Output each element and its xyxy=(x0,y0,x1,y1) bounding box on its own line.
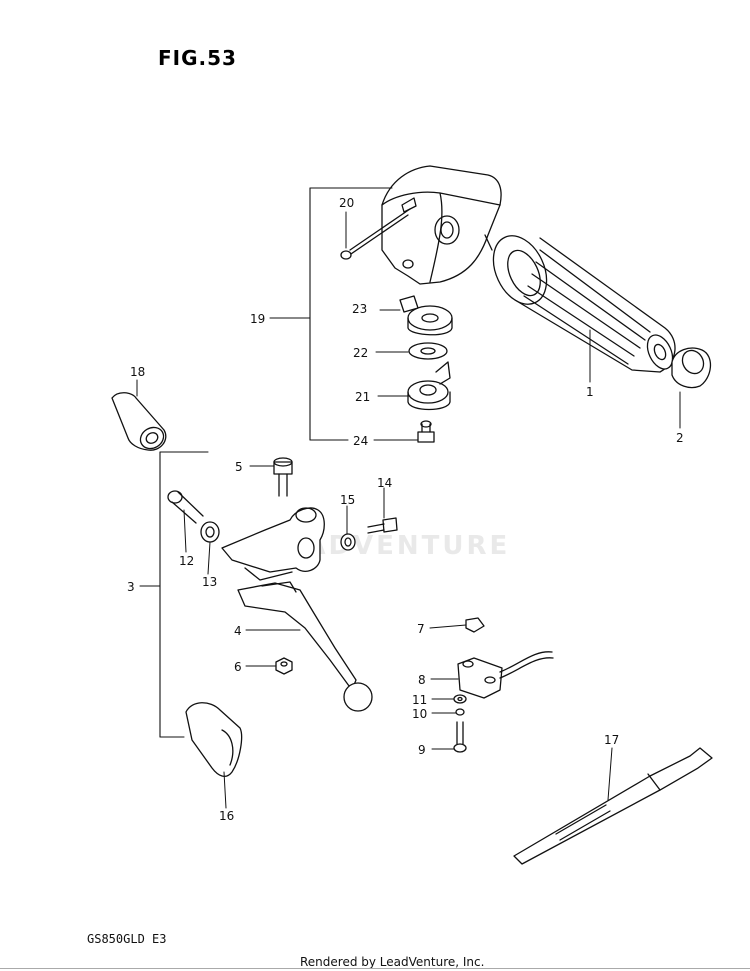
footer-rule xyxy=(0,968,750,969)
bolt-14 xyxy=(367,517,398,534)
callout-20: 20 xyxy=(339,196,354,210)
group-bracket-19 xyxy=(269,187,393,441)
lever-bracket xyxy=(221,507,325,581)
callout-3: 3 xyxy=(127,580,135,594)
bolt-5 xyxy=(273,457,293,497)
washer-11 xyxy=(453,694,467,704)
grip-end-cap xyxy=(671,347,712,389)
callout-4: 4 xyxy=(234,624,242,638)
washer-10 xyxy=(455,708,465,716)
callout-12: 12 xyxy=(179,554,194,568)
callout-15: 15 xyxy=(340,493,355,507)
screw-24 xyxy=(417,420,435,443)
callout-7: 7 xyxy=(417,622,425,636)
render-credit: Rendered by LeadVenture, Inc. xyxy=(300,955,485,969)
callout-2: 2 xyxy=(676,431,684,445)
model-code: GS850GLD E3 xyxy=(87,932,167,946)
callout-19: 19 xyxy=(250,312,265,326)
clip-7 xyxy=(465,617,485,633)
washer-15 xyxy=(340,533,356,551)
callout-11: 11 xyxy=(412,693,427,707)
callout-22: 22 xyxy=(353,346,368,360)
callout-17: 17 xyxy=(604,733,619,747)
figure-title: FIG.53 xyxy=(158,46,237,70)
callout-21: 21 xyxy=(355,390,370,404)
washer-22 xyxy=(408,342,448,360)
callout-23: 23 xyxy=(352,302,367,316)
callout-24: 24 xyxy=(353,434,368,448)
screw-20 xyxy=(340,208,411,260)
callout-1: 1 xyxy=(586,385,594,399)
rubber-boot-18 xyxy=(111,392,167,451)
callout-5: 5 xyxy=(235,460,243,474)
cable-tie-17 xyxy=(513,747,713,865)
screw-9 xyxy=(453,721,467,753)
spacer-21 xyxy=(407,361,451,411)
callout-16: 16 xyxy=(219,809,234,823)
switch-housing xyxy=(381,165,502,285)
lever-boot-16 xyxy=(185,702,243,778)
callout-13: 13 xyxy=(202,575,217,589)
throttle-pulley-23 xyxy=(399,295,453,336)
group-bracket-3 xyxy=(139,451,209,738)
leader-lines xyxy=(136,211,681,809)
clutch-switch-8 xyxy=(457,651,554,699)
callout-18: 18 xyxy=(130,365,145,379)
screw-12 xyxy=(167,490,204,524)
nut-6 xyxy=(275,657,293,675)
handlebar-grip xyxy=(492,235,676,373)
callout-labels: 1 2 3 4 5 6 7 8 9 10 11 12 13 14 15 16 1… xyxy=(127,196,684,823)
clutch-lever xyxy=(237,581,373,712)
callout-10: 10 xyxy=(412,707,427,721)
callout-6: 6 xyxy=(234,660,242,674)
callout-14: 14 xyxy=(377,476,392,490)
callout-9: 9 xyxy=(418,743,426,757)
nut-13 xyxy=(200,521,220,543)
callout-8: 8 xyxy=(418,673,426,687)
